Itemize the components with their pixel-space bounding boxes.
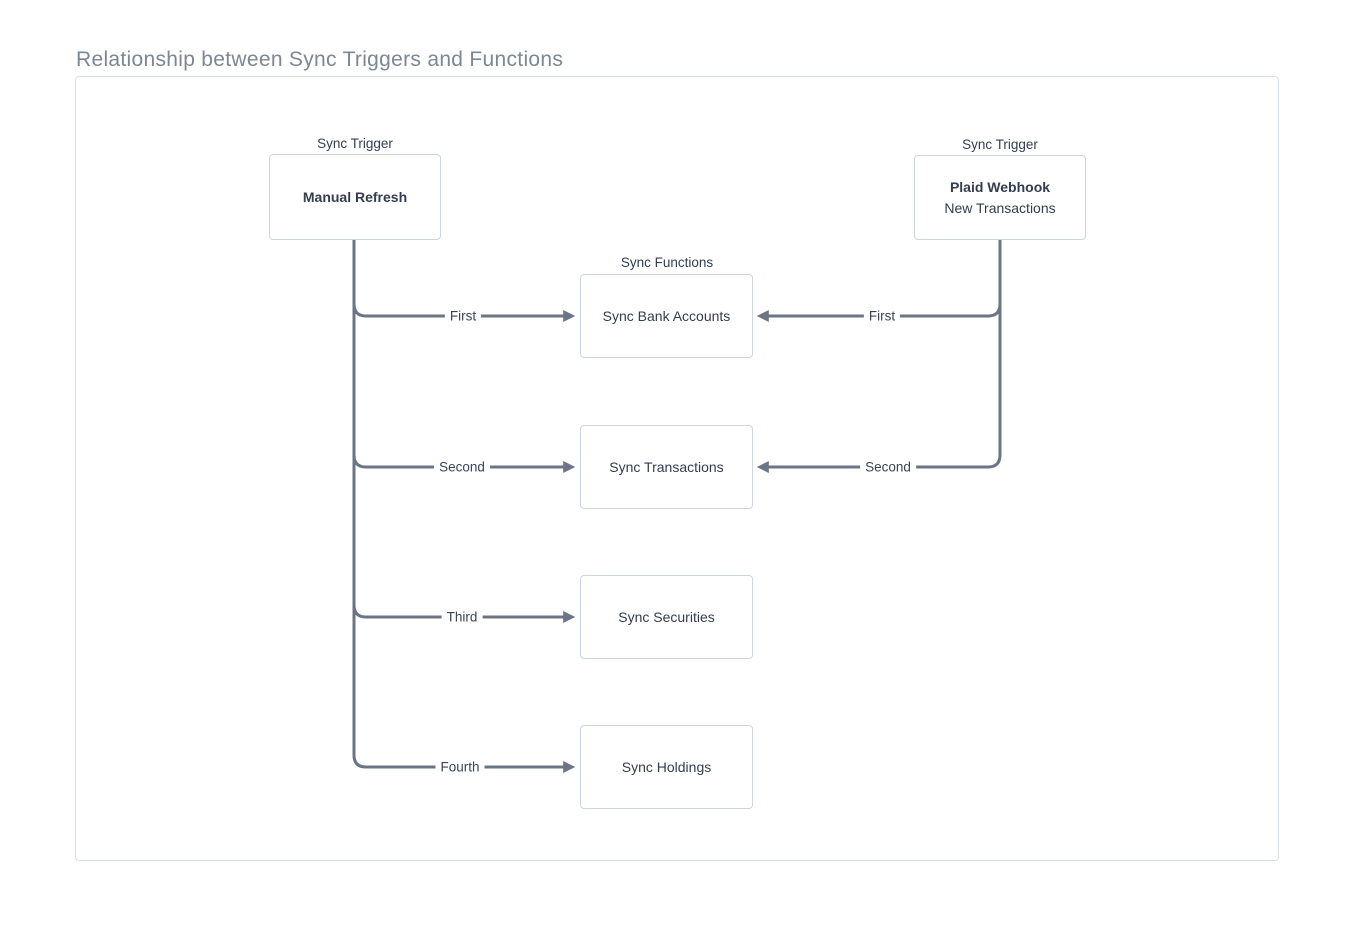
edge-label-fourth-left: Fourth: [435, 759, 485, 775]
node-sync-bank-accounts-label: Sync Bank Accounts: [602, 307, 731, 324]
caption-sync-trigger-right: Sync Trigger: [962, 137, 1038, 152]
node-plaid-webhook-label: Plaid Webhook: [949, 178, 1051, 195]
node-sync-bank-accounts: Sync Bank Accounts: [580, 274, 753, 358]
edge-manual-second: [352, 238, 576, 473]
connector-lines: [352, 238, 1002, 773]
node-sync-securities: Sync Securities: [580, 575, 753, 659]
node-manual-refresh: Manual Refresh: [269, 154, 441, 240]
edge-manual-first: [352, 238, 576, 322]
edge-manual-third: [352, 238, 576, 623]
node-sync-securities-label: Sync Securities: [618, 608, 715, 625]
caption-sync-trigger-left: Sync Trigger: [317, 136, 393, 151]
node-sync-holdings-label: Sync Holdings: [621, 758, 712, 775]
edge-manual-fourth: [352, 238, 576, 773]
edge-label-second-right: Second: [860, 459, 916, 475]
node-sync-transactions-label: Sync Transactions: [609, 458, 724, 475]
edge-label-second-left: Second: [434, 459, 490, 475]
node-plaid-webhook: Plaid Webhook New Transactions: [914, 155, 1086, 240]
edge-webhook-second: [756, 238, 1002, 473]
node-manual-refresh-label: Manual Refresh: [302, 188, 408, 205]
edge-label-first-right: First: [863, 308, 901, 324]
node-sync-holdings: Sync Holdings: [580, 725, 753, 809]
node-plaid-webhook-sublabel: New Transactions: [944, 199, 1056, 216]
diagram-canvas: Sync Trigger Sync Trigger Sync Functions…: [75, 76, 1279, 861]
node-sync-transactions: Sync Transactions: [580, 425, 753, 509]
edge-label-third-left: Third: [441, 609, 483, 625]
page-title: Relationship between Sync Triggers and F…: [76, 48, 564, 71]
edge-label-first-left: First: [444, 308, 482, 324]
caption-sync-functions: Sync Functions: [620, 255, 714, 270]
edge-webhook-first: [756, 238, 1002, 322]
